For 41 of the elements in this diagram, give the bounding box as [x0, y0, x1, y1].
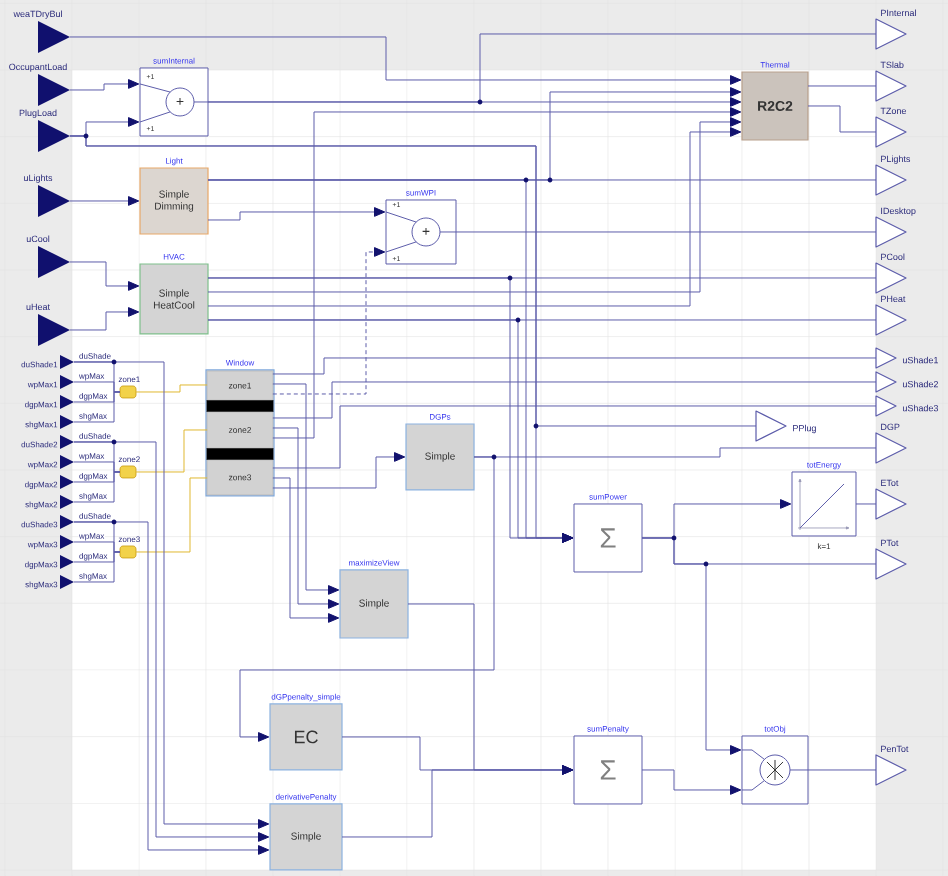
connection-line — [272, 357, 877, 375]
connection-line — [73, 441, 270, 842]
connection-line — [135, 429, 208, 473]
connection-line — [272, 381, 877, 419]
connection-line — [807, 769, 877, 771]
connection-line — [69, 307, 140, 331]
connection-line — [73, 361, 270, 829]
connection-line — [73, 381, 121, 393]
connection-line — [207, 207, 386, 221]
connection-line — [73, 391, 121, 423]
connection-line — [272, 452, 406, 489]
connection-line — [272, 247, 386, 395]
connection-line — [135, 477, 208, 553]
connection-line — [641, 537, 742, 755]
sum-block: Σ — [573, 503, 643, 573]
connection-line — [73, 541, 121, 553]
connection-line — [69, 79, 140, 91]
connection-line — [272, 405, 877, 469]
connection-line — [207, 97, 742, 107]
connection-line — [207, 319, 574, 543]
connection-line — [641, 769, 742, 795]
connection-line — [272, 107, 742, 439]
connection-line — [73, 521, 270, 855]
connection-line — [855, 503, 877, 505]
connection-line — [341, 765, 574, 838]
connection-line — [272, 477, 340, 623]
connection-line — [73, 471, 121, 503]
connection-line — [807, 85, 877, 87]
connection-line — [69, 196, 140, 206]
sum-block: Σ — [573, 735, 643, 805]
connection-line — [272, 427, 340, 609]
connection-line — [455, 231, 877, 233]
connection-line — [69, 36, 742, 85]
connection-line — [135, 384, 208, 393]
connection-line — [73, 461, 121, 473]
connection-line — [73, 551, 121, 583]
connection-line — [272, 383, 340, 595]
component-box: EC — [269, 703, 343, 771]
connection-line — [807, 105, 877, 133]
connection-line — [239, 456, 495, 742]
connection-line — [69, 261, 140, 291]
